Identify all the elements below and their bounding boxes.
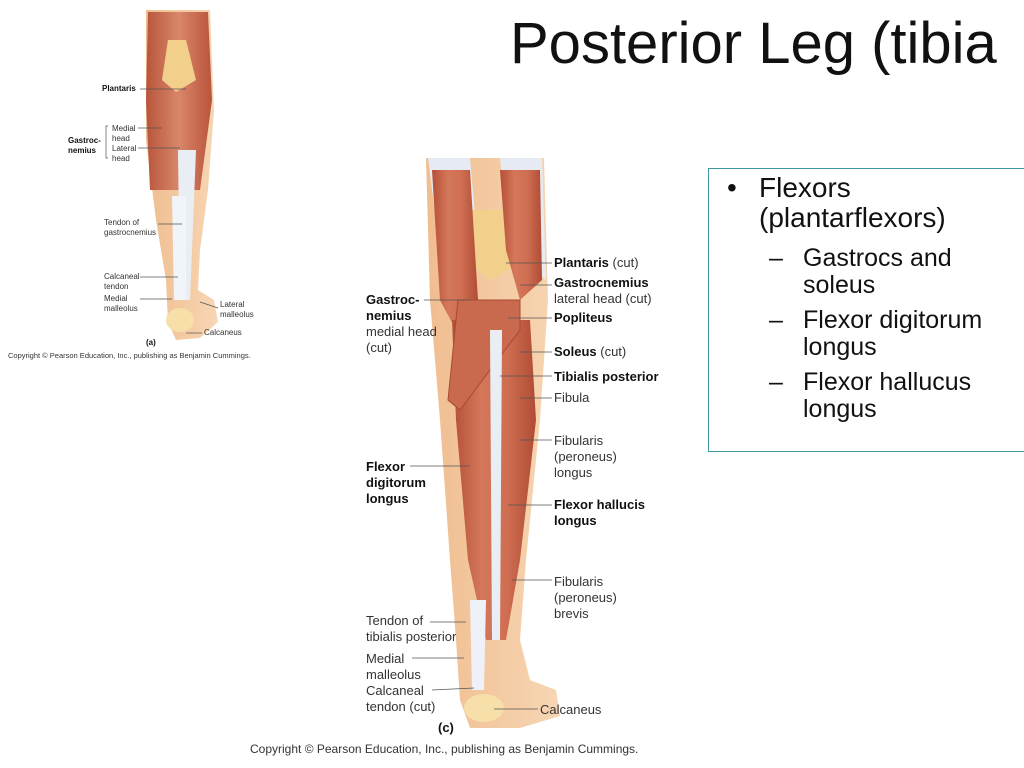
sub-bullet-text: Flexor hallucus longus bbox=[803, 368, 972, 423]
label-popliteus-c: Popliteus bbox=[554, 310, 613, 325]
label-lateral-head-a: Lateral head bbox=[112, 144, 137, 163]
label-plantaris-a: Plantaris bbox=[102, 84, 136, 93]
label-fibularis-brevis-c: Fibularis (peroneus) brevis bbox=[554, 574, 617, 621]
copyright-a: Copyright © Pearson Education, Inc., pub… bbox=[8, 351, 251, 360]
label-gastrocnemius-medial-c: Gastroc- nemius bbox=[366, 292, 420, 323]
label-medial-head-a: Medial head bbox=[112, 124, 136, 143]
sub-bullet-marker: – bbox=[769, 306, 783, 334]
label-tendon-tibialis-c: Tendon of tibialis posterior bbox=[366, 613, 457, 644]
leader-lines-c bbox=[410, 262, 552, 710]
label-gastrocnemius-lateral-c: lateral head (cut) bbox=[554, 291, 652, 306]
label-calcaneus-c: Calcaneus bbox=[540, 702, 602, 717]
label-gastrocnemius-c: Gastrocnemius bbox=[554, 275, 649, 290]
bullet-text: Flexors (plantarflexors) bbox=[759, 172, 946, 233]
label-tendon-gastrocnemius-a: Tendon of gastrocnemius bbox=[104, 218, 157, 237]
label-medial-malleolus-a: Medial malleolus bbox=[104, 294, 138, 313]
label-flexor-digitorum-c: Flexor digitorum longus bbox=[366, 459, 426, 506]
label-fibula-c: Fibula bbox=[554, 390, 590, 405]
label-fibularis-longus-c: Fibularis (peroneus) longus bbox=[554, 433, 617, 480]
label-tibialis-posterior-c: Tibialis posterior bbox=[554, 369, 659, 384]
panel-label-a: (a) bbox=[146, 338, 156, 347]
sub-bullet-marker: – bbox=[769, 368, 783, 396]
label-calcaneal-tendon-c: Calcaneal tendon (cut) bbox=[366, 683, 436, 714]
label-calcaneal-tendon-a: Calcaneal tendon bbox=[104, 272, 140, 291]
bullet-marker: • bbox=[727, 172, 737, 203]
leader-lines-a bbox=[105, 88, 219, 334]
sub-bullet-marker: – bbox=[769, 244, 783, 272]
label-flexor-hallucis-c: Flexor hallucis longus bbox=[554, 497, 646, 528]
sub-bullet-text: Gastrocs and soleus bbox=[803, 244, 952, 299]
leg-a-shape bbox=[146, 10, 218, 340]
bullet-box: • Flexors (plantarflexors) – Gastrocs an… bbox=[708, 168, 1024, 452]
label-calcaneus-a: Calcaneus bbox=[204, 328, 242, 337]
leg-c-shape bbox=[426, 158, 560, 728]
panel-label-c: (c) bbox=[438, 720, 454, 735]
copyright-c: Copyright © Pearson Education, Inc., pub… bbox=[250, 742, 639, 756]
label-gastrocnemius-a: Gastroc- nemius bbox=[68, 136, 101, 155]
sub-bullet-text: Flexor digitorum longus bbox=[803, 306, 983, 361]
label-medial-malleolus-c: Medial malleolus bbox=[366, 651, 421, 682]
label-soleus-c: Soleus (cut) bbox=[554, 344, 627, 359]
label-lateral-malleolus-a: Lateral malleolus bbox=[220, 300, 254, 319]
label-plantaris-c: Plantaris (cut) bbox=[554, 255, 639, 270]
label-gastrocnemius-medial-head-c: medial head (cut) bbox=[366, 324, 437, 355]
slide-title: Posterior Leg (tibia bbox=[510, 11, 997, 76]
